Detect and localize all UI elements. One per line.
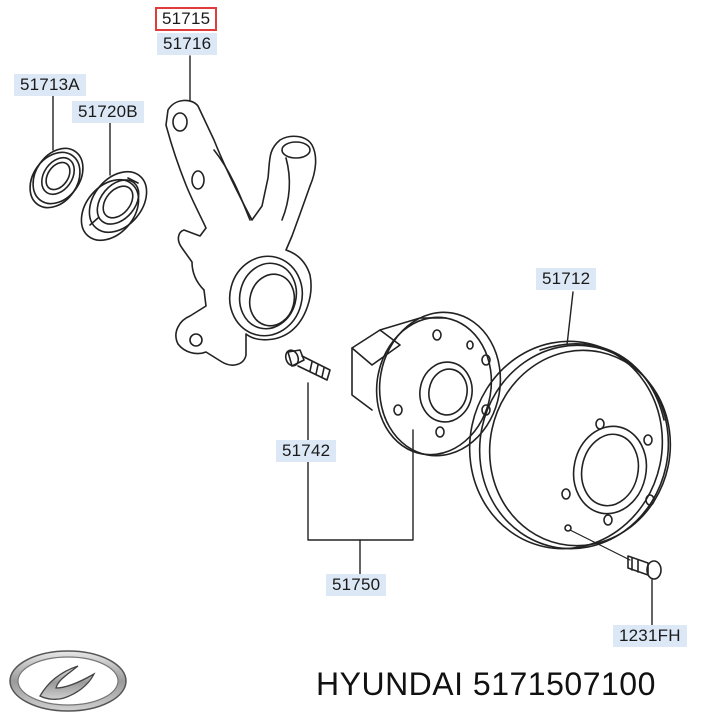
label-51720B[interactable]: 51720B [72,101,144,123]
bearing-51720B-drawing [80,170,148,242]
label-51715[interactable]: 51715 [155,7,218,31]
knuckle-drawing [165,99,317,366]
screw-1231FH-drawing [627,555,662,580]
bolt-51742-drawing [284,349,331,381]
disc-51712-drawing [468,340,672,550]
hub-51750-drawing [351,311,502,457]
label-51713A[interactable]: 51713A [14,74,86,96]
brand-part-caption: HYUNDAI 5171507100 [316,666,656,702]
leader-lines [52,55,653,626]
label-51712[interactable]: 51712 [536,268,597,290]
seal-51713A-drawing [29,147,84,209]
label-51742[interactable]: 51742 [276,440,337,462]
label-1231FH[interactable]: 1231FH [613,625,687,647]
label-51750[interactable]: 51750 [326,574,387,596]
hyundai-logo-icon [9,650,127,712]
label-51716[interactable]: 51716 [157,33,218,55]
